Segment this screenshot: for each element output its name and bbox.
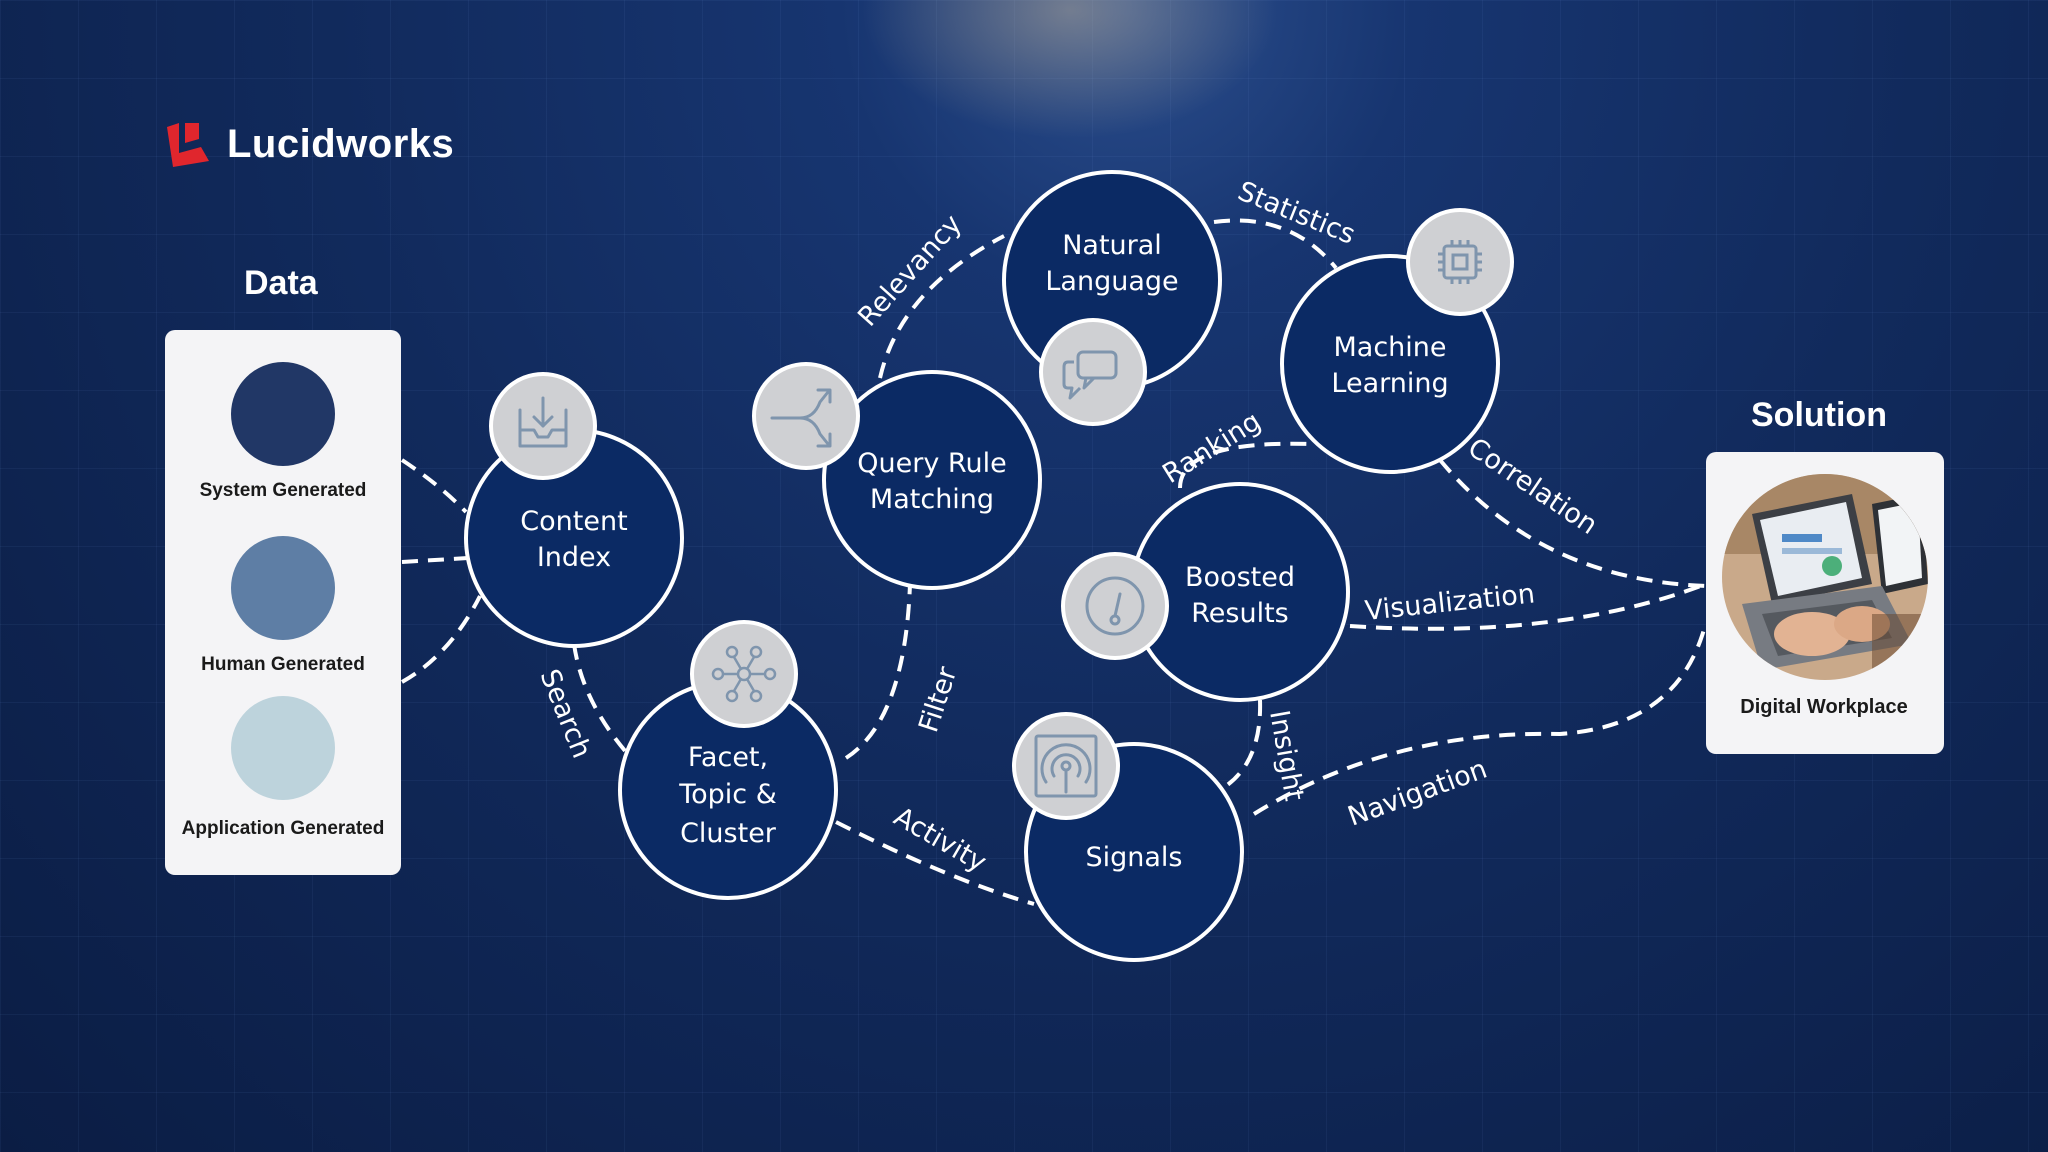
- node-boosted-results: Boosted Results: [1130, 482, 1350, 702]
- edge-search: [572, 643, 628, 754]
- facet-line-3: Cluster: [680, 818, 777, 849]
- edge-ranking: [1178, 441, 1313, 489]
- label-ranking: Ranking: [1157, 406, 1266, 490]
- boosted-results-line-2: Results: [1191, 598, 1289, 629]
- human-generated-label: Human Generated: [201, 654, 365, 675]
- node-content-index: Content Index: [464, 428, 684, 648]
- chat-bubbles-icon: [1039, 318, 1147, 426]
- edge-visualization: [1349, 582, 1707, 631]
- facet-line-2: Topic &: [678, 779, 777, 810]
- edge-activity: [835, 820, 1035, 906]
- boosted-results-line-1: Boosted: [1185, 562, 1295, 593]
- lucidworks-logo: Lucidworks: [165, 122, 454, 167]
- inbox-download-icon: [489, 372, 597, 480]
- natural-language-line-1: Natural: [1062, 230, 1162, 261]
- brand-name: Lucidworks: [227, 122, 455, 166]
- split-arrows-icon: [752, 362, 860, 470]
- lucidworks-logo-mark: [167, 122, 209, 167]
- label-activity: Activity: [889, 801, 992, 878]
- signals-line-1: Signals: [1085, 842, 1182, 873]
- digital-workplace-label: Digital Workplace: [1740, 696, 1908, 718]
- label-search: Search: [534, 665, 597, 763]
- gauge-icon: [1061, 552, 1169, 660]
- system-generated-dot: [231, 362, 335, 466]
- application-generated-dot: [231, 696, 335, 800]
- solution-card: Digital Workplace: [1706, 452, 1944, 754]
- system-generated-label: System Generated: [199, 480, 367, 501]
- application-generated-label: Application Generated: [181, 818, 385, 839]
- label-insight: Insight: [1263, 708, 1309, 803]
- solution-title: Solution: [1751, 396, 1887, 434]
- edge-navigation: [1252, 621, 1708, 816]
- edge-correlation: [1438, 458, 1707, 588]
- node-facet-topic-cluster: Facet, Topic & Cluster: [618, 680, 838, 900]
- content-index-line-1: Content: [520, 506, 627, 537]
- label-visualization: Visualization: [1363, 578, 1536, 627]
- query-rule-line-2: Matching: [870, 484, 994, 515]
- edge-application-to-content: [401, 595, 482, 684]
- label-correlation: Correlation: [1462, 432, 1603, 541]
- edge-filter: [844, 583, 912, 760]
- machine-learning-line-1: Machine: [1333, 332, 1446, 363]
- label-navigation: Navigation: [1344, 754, 1491, 833]
- network-icon: [690, 620, 798, 728]
- edge-relevancy: [878, 234, 1005, 379]
- human-generated-dot: [231, 536, 335, 640]
- machine-learning-line-2: Learning: [1331, 368, 1448, 399]
- facet-line-1: Facet,: [688, 742, 768, 773]
- edge-system-to-content: [400, 458, 468, 514]
- query-rule-line-1: Query Rule: [857, 448, 1006, 479]
- node-query-rule-matching: Query Rule Matching: [822, 370, 1042, 590]
- edge-insight: [1224, 699, 1263, 788]
- label-filter: Filter: [913, 662, 963, 736]
- data-card: System Generated Human Generated Applica…: [165, 330, 401, 875]
- cpu-chip-icon: [1406, 208, 1514, 316]
- data-title: Data: [244, 264, 318, 302]
- content-index-line-2: Index: [537, 542, 611, 573]
- broadcast-icon: [1012, 712, 1120, 820]
- edge-human-to-content: [401, 556, 469, 564]
- natural-language-line-2: Language: [1045, 266, 1178, 297]
- label-statistics: Statistics: [1233, 176, 1359, 251]
